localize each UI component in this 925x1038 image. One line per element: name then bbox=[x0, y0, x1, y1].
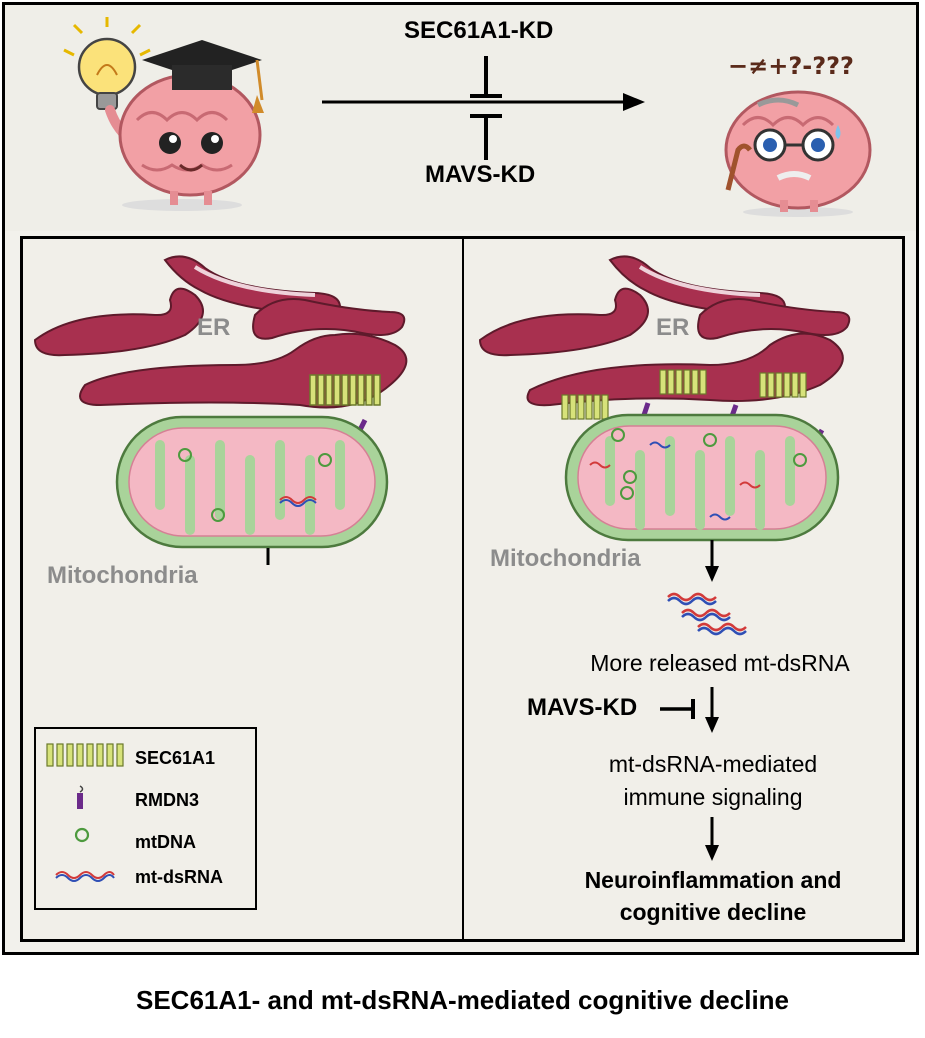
figure-caption: SEC61A1- and mt-dsRNA-mediated cognitive… bbox=[135, 985, 790, 1015]
signaling-line1: mt-dsRNA-mediated bbox=[608, 751, 818, 777]
right-mito-label: Mitochondria bbox=[490, 545, 641, 572]
arrow-to-outcome bbox=[705, 817, 719, 861]
legend-label-sec61a1: SEC61A1 bbox=[135, 748, 216, 768]
rmdn3-icon bbox=[77, 785, 84, 809]
signaling-line2: immune signaling bbox=[623, 784, 803, 810]
right-er-mito-illustration: ER bbox=[478, 255, 851, 636]
inhibition-bars bbox=[470, 56, 502, 160]
legend-label-rmdn3: RMDN3 bbox=[135, 790, 200, 810]
left-mito-label: Mitochondria bbox=[47, 562, 198, 589]
left-er-label: ER bbox=[197, 314, 230, 341]
mavs-kd-label-right: MAVS-KD bbox=[527, 694, 638, 721]
mtdna-icon bbox=[74, 827, 90, 843]
legend-label-mt-dsrna: mt-dsRNA bbox=[135, 867, 223, 887]
left-er-mito-illustration: ER bbox=[33, 255, 408, 565]
sec61a1-kd-label: SEC61A1-KD bbox=[404, 17, 554, 44]
legend-label-mtdna: mtDNA bbox=[135, 832, 196, 852]
confused-brain-icon bbox=[724, 90, 872, 217]
smart-brain-icon bbox=[63, 17, 264, 211]
mavs-kd-label-top: MAVS-KD bbox=[425, 161, 536, 188]
mavs-kd-inhibitor bbox=[660, 699, 695, 719]
arrow-to-signaling bbox=[705, 687, 719, 733]
outcome-line2: cognitive decline bbox=[619, 899, 807, 925]
sec61a1-icon bbox=[46, 743, 124, 767]
mt-dsrna-icon bbox=[55, 871, 115, 882]
outcome-line1: Neuroinflammation and bbox=[584, 867, 842, 893]
right-er-label: ER bbox=[656, 314, 689, 341]
released-mtdsrna-text: More released mt-dsRNA bbox=[590, 650, 850, 676]
main-arrow bbox=[322, 93, 645, 111]
confusion-symbols: −≠+?-??? bbox=[728, 52, 854, 80]
